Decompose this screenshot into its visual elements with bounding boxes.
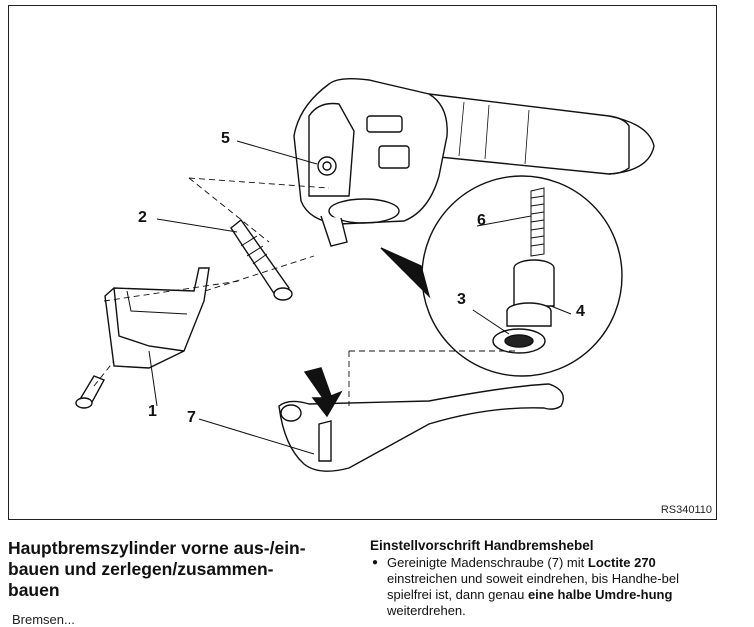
instruction-text: Gereinigte Madenschraube (7) mit Loctite…: [387, 555, 720, 619]
section-title: Hauptbremszylinder vorne aus-/ein- bauen…: [8, 538, 353, 601]
master-cylinder-body: [293, 77, 448, 247]
callout-5: 5: [221, 130, 230, 147]
figure-frame: 5 2 1 7 6 3 4 RS340110: [8, 5, 717, 520]
piston-part-2: [230, 218, 293, 301]
instruction-bullet: ● Gereinigte Madenschraube (7) mit Locti…: [370, 555, 720, 619]
hand-lever: [278, 383, 564, 472]
figure-reference-code: RS340110: [660, 504, 712, 516]
callout-6: 6: [477, 212, 486, 229]
section-title-line: bauen und zerlegen/zusammen-: [8, 559, 274, 579]
cover-part-1: [104, 267, 210, 369]
section-title-line: Hauptbremszylinder vorne aus-/ein-: [8, 538, 306, 558]
instruction-part: Gereinigte Madenschraube (7) mit: [387, 555, 588, 570]
section-title-line: bauen: [8, 580, 60, 600]
instruction-part-bold: eine halbe Umdre-hung: [527, 587, 673, 602]
instruction-part: weiterdrehen.: [387, 603, 466, 618]
exploded-view-drawing: [75, 77, 655, 472]
callout-7: 7: [187, 409, 196, 426]
leader-lines: [148, 140, 572, 455]
detail-pointer: [380, 247, 431, 299]
cut-off-text: Bremsen...: [12, 612, 75, 627]
callout-3: 3: [457, 291, 466, 308]
detail-circle: [421, 175, 623, 377]
instruction-part-bold: Loctite 270: [587, 555, 656, 570]
assembly-guides: [93, 177, 519, 406]
callout-2: 2: [138, 209, 147, 226]
lever-arrow: [303, 367, 343, 418]
callout-4: 4: [576, 303, 585, 320]
screw-left: [75, 375, 105, 409]
instruction-part: einstreichen und soweit eindrehen, bis H…: [387, 571, 679, 602]
handlebar-grip: [428, 93, 655, 175]
callout-1: 1: [148, 403, 157, 420]
instruction-heading: Einstellvorschrift Handbremshebel: [370, 538, 594, 553]
bullet-dot-icon: ●: [372, 557, 379, 568]
instruction-block: Einstellvorschrift Handbremshebel ● Gere…: [370, 538, 720, 619]
